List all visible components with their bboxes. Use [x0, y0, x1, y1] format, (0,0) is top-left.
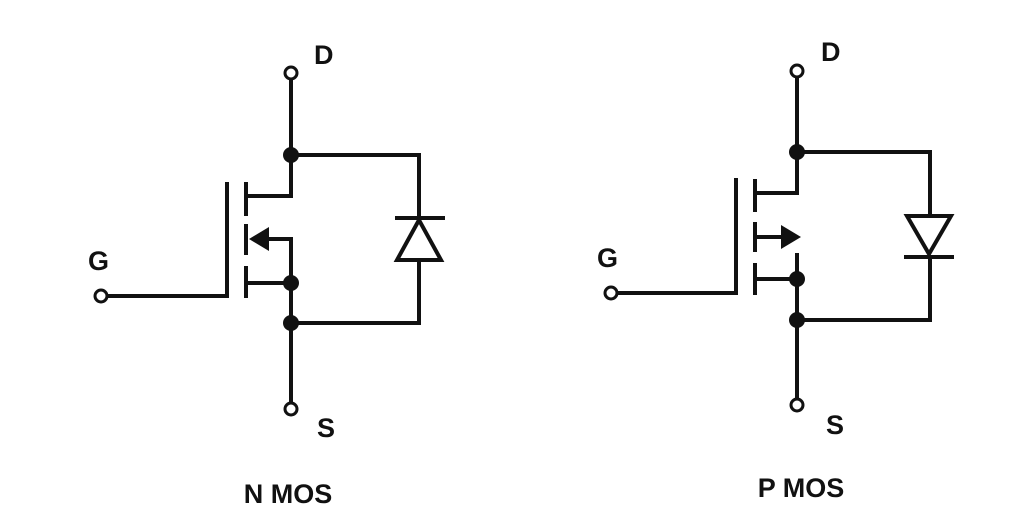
pmos-drain-terminal	[789, 63, 805, 79]
nmos-diode-bottom-wire	[289, 259, 421, 325]
nmos-body-arrow	[249, 227, 269, 251]
nmos-gate-label: G	[88, 246, 109, 276]
nmos-source-label: S	[317, 413, 335, 443]
pmos-symbol: D G S P MOS	[597, 37, 955, 503]
pmos-diode-bottom-wire	[795, 256, 932, 322]
nmos-drain-terminal	[283, 65, 299, 81]
pmos-gate-terminal	[603, 285, 619, 301]
pmos-diode-top-wire	[795, 150, 932, 217]
nmos-node-drain	[283, 147, 299, 163]
pmos-source-terminal	[789, 397, 805, 413]
nmos-symbol: D G S N MOS	[88, 40, 445, 509]
nmos-source-terminal	[283, 401, 299, 417]
nmos-node-source	[283, 315, 299, 331]
pmos-node-source	[789, 312, 805, 328]
nmos-drain-stub	[244, 153, 293, 198]
pmos-gate-label: G	[597, 243, 618, 273]
pmos-source-label: S	[826, 410, 844, 440]
nmos-drain-label: D	[314, 40, 334, 70]
pmos-diode-triangle	[903, 214, 955, 258]
nmos-diode-top-wire	[289, 153, 421, 218]
nmos-title: N MOS	[244, 479, 333, 509]
pmos-node-body	[789, 271, 805, 287]
pmos-body-arrow	[781, 225, 801, 249]
nmos-gate-terminal	[93, 288, 109, 304]
pmos-drain-label: D	[821, 37, 841, 67]
pmos-title: P MOS	[758, 473, 845, 503]
nmos-node-body	[283, 275, 299, 291]
pmos-node-drain	[789, 144, 805, 160]
nmos-diode-triangle	[393, 215, 445, 262]
pmos-drain-stub	[753, 150, 799, 195]
